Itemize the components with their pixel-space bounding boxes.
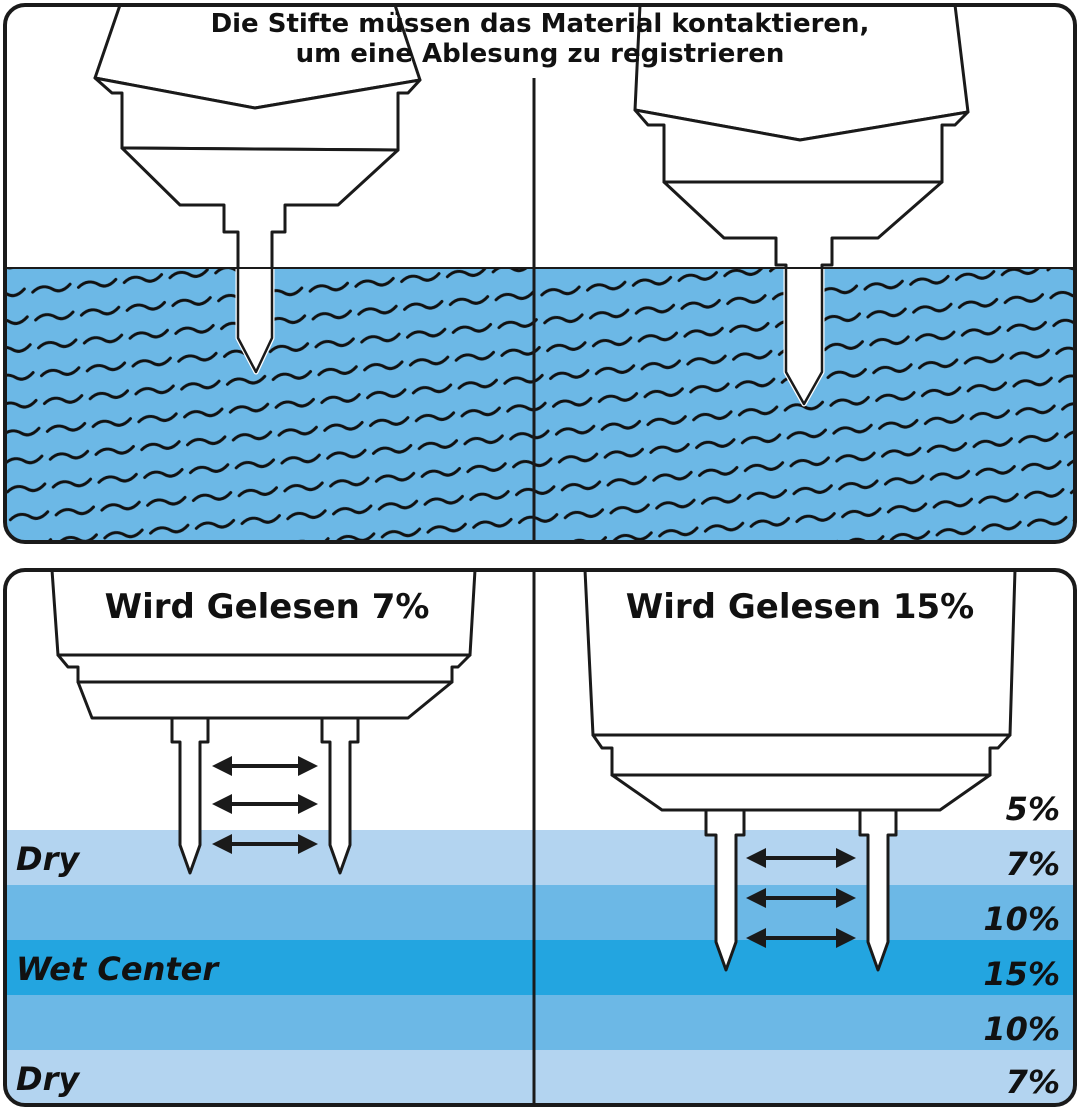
percentage-label: 10% <box>983 1010 1060 1048</box>
top-panel: Die Stifte müssen das Material kontaktie… <box>5 5 1075 542</box>
moisture-meter-pin-icon <box>93 5 422 374</box>
layer-band <box>5 885 1075 940</box>
title-line-1: Die Stifte müssen das Material kontaktie… <box>211 9 870 39</box>
layer-band <box>5 995 1075 1050</box>
left-panel-heading: Wird Gelesen 7% <box>105 587 430 627</box>
right-panel-heading: Wird Gelesen 15% <box>626 587 975 627</box>
title-line-2: um eine Ablesung zu registrieren <box>296 39 785 69</box>
layer-label-dry-bottom: Dry <box>16 1060 80 1098</box>
percentage-label: 15% <box>983 955 1060 993</box>
double-arrow-icon <box>746 848 856 948</box>
layer-band <box>5 830 1075 885</box>
layer-label-wet-center: Wet Center <box>16 950 220 988</box>
percentage-label: 10% <box>983 900 1060 938</box>
moisture-meter-pin-icon <box>583 570 1017 972</box>
double-arrow-icon <box>212 756 318 854</box>
material-block <box>5 268 1075 542</box>
layer-band <box>5 940 1075 995</box>
percentage-label: 7% <box>1006 1063 1060 1101</box>
layer-band <box>5 1050 1075 1105</box>
percentage-label: 7% <box>1006 845 1060 883</box>
bottom-panel: Wird Gelesen 7% Wird Gelesen 15% Dry Wet… <box>5 570 1075 1105</box>
moisture-meter-pin-icon <box>50 570 477 875</box>
percentage-label: 5% <box>1006 790 1060 828</box>
moisture-meter-pin-icon <box>633 5 970 406</box>
moisture-layers <box>5 830 1075 1105</box>
layer-label-dry-top: Dry <box>16 840 80 878</box>
